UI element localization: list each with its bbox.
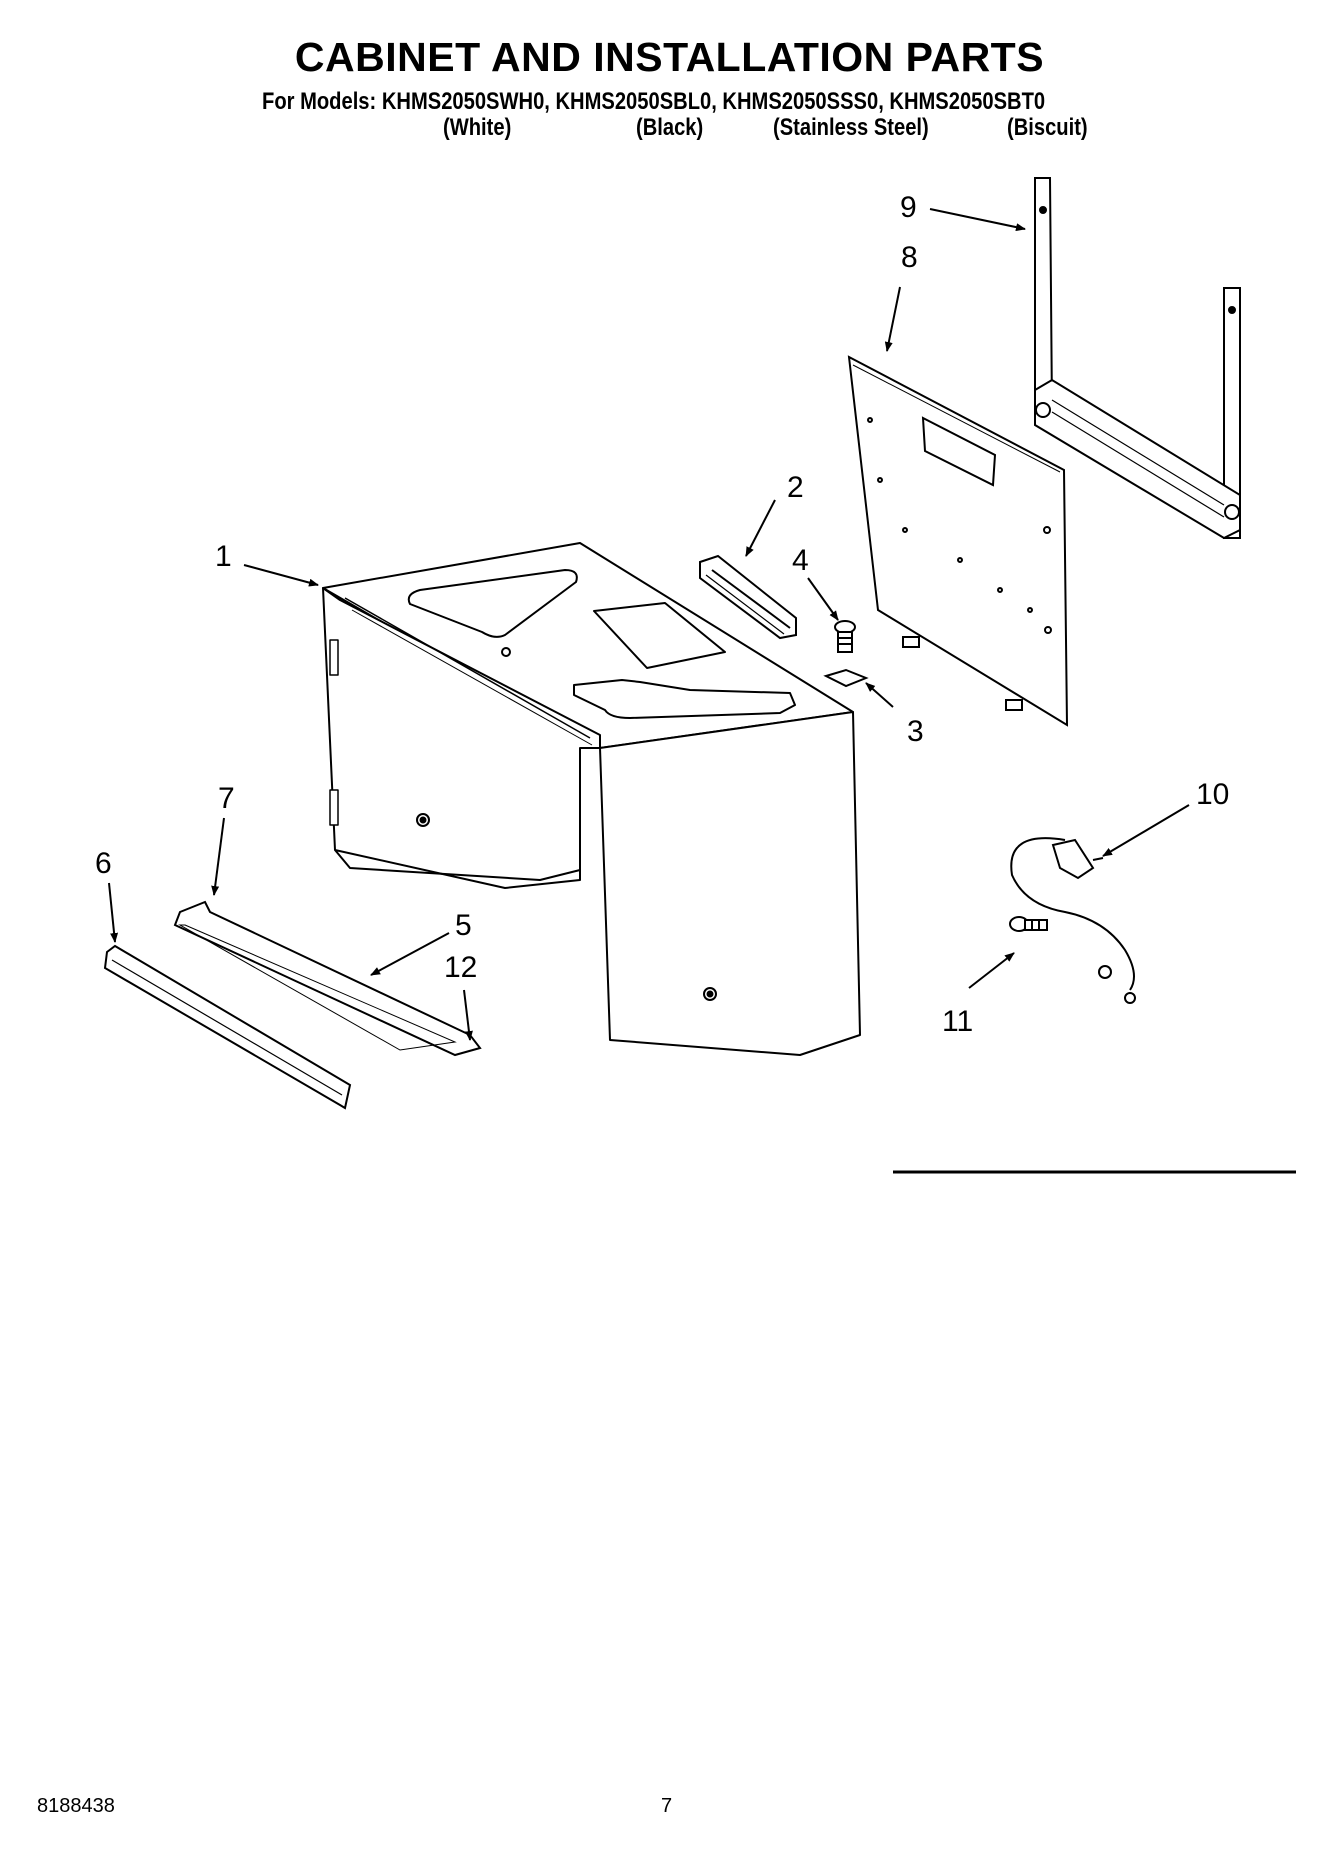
callout-11: 11 xyxy=(942,1005,973,1038)
document-number: 8188438 xyxy=(37,1795,115,1817)
variant-stainless-steel: (Stainless Steel) xyxy=(773,114,929,141)
back-panel-part xyxy=(847,355,1069,727)
plate-part xyxy=(823,668,869,688)
variant-white: (White) xyxy=(443,114,512,141)
cabinet-part xyxy=(322,542,861,1056)
variant-black: (Black) xyxy=(636,114,704,141)
mounting-plate-part xyxy=(1034,177,1241,540)
vent-grille-part xyxy=(103,944,352,1110)
callout-7: 7 xyxy=(218,782,235,815)
callout-8: 8 xyxy=(901,241,918,274)
bracket-part xyxy=(699,554,797,640)
callout-1: 1 xyxy=(215,540,232,573)
callout-10: 10 xyxy=(1196,778,1229,811)
callout-3: 3 xyxy=(907,715,924,748)
models-line: For Models: KHMS2050SWH0, KHMS2050SBL0, … xyxy=(262,88,1046,115)
ground-screw-part xyxy=(1009,916,1048,932)
callout-5: 5 xyxy=(455,909,472,942)
callout-6: 6 xyxy=(95,847,112,880)
screw-part xyxy=(834,620,856,653)
callout-9: 9 xyxy=(900,191,917,224)
callout-2: 2 xyxy=(787,471,804,504)
page-number: 7 xyxy=(661,1795,673,1817)
page-title: CABINET AND INSTALLATION PARTS xyxy=(294,34,1045,80)
leader-arrows xyxy=(108,208,1190,1041)
callout-12: 12 xyxy=(444,951,477,984)
vent-frame-part xyxy=(173,900,482,1057)
callout-4: 4 xyxy=(792,544,809,577)
variant-biscuit: (Biscuit) xyxy=(1007,114,1088,141)
power-cord-part xyxy=(1010,837,1136,1004)
